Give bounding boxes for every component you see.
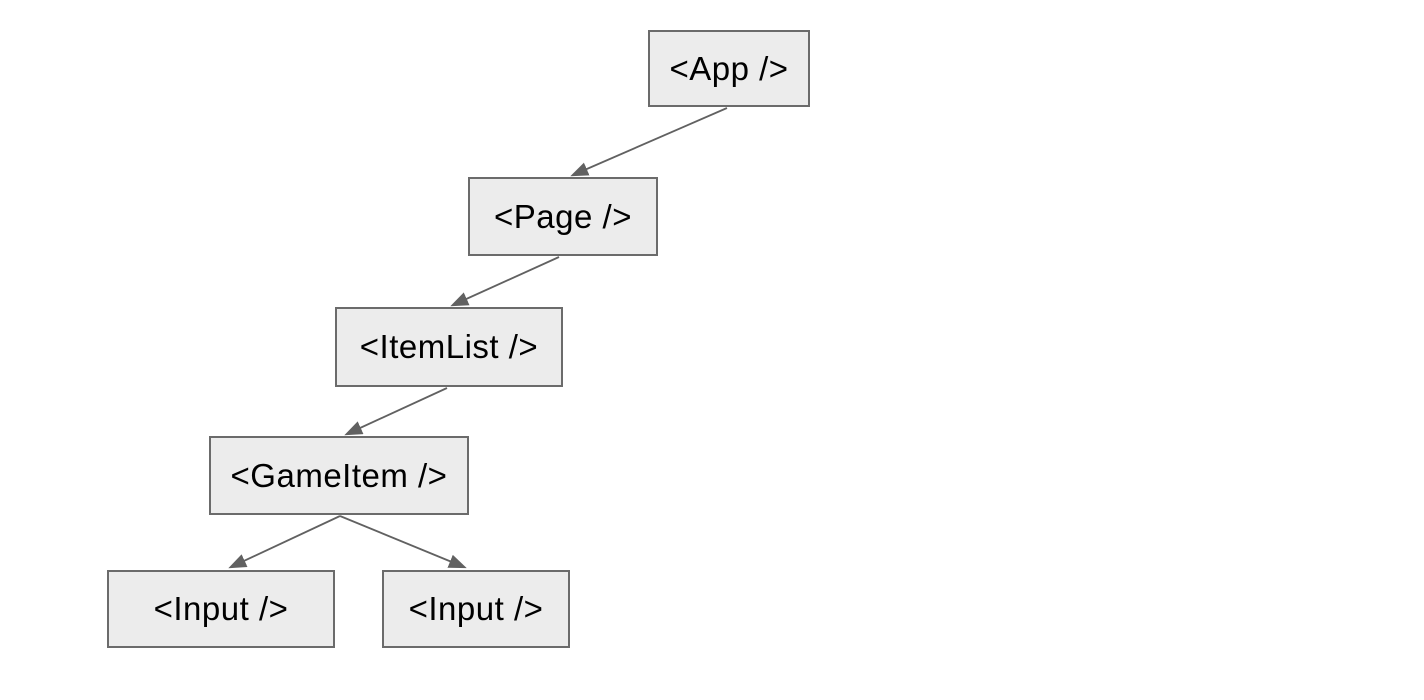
- tree-node-input-right-label: <Input />: [408, 590, 544, 627]
- tree-node-input-left: <Input />: [107, 570, 335, 648]
- tree-node-gameitem: <GameItem />: [209, 436, 469, 515]
- tree-node-input-right: <Input />: [382, 570, 570, 648]
- tree-node-gameitem-label: <GameItem />: [230, 456, 448, 494]
- tree-node-itemlist-label: <ItemList />: [359, 328, 539, 365]
- tree-node-app: <App />: [648, 30, 810, 107]
- tree-node-input-left-label: <Input />: [153, 590, 289, 627]
- edge-page-itemlist: [450, 256, 560, 307]
- tree-node-itemlist: <ItemList />: [335, 307, 563, 387]
- edge-gameitem-input-left: [228, 515, 341, 569]
- tree-node-page: <Page />: [468, 177, 658, 256]
- tree-node-app-label: <App />: [669, 49, 789, 87]
- edge-itemlist-gameitem: [344, 387, 448, 436]
- edge-gameitem-input-right: [339, 515, 467, 569]
- tree-node-page-label: <Page />: [494, 197, 632, 235]
- edge-app-page: [570, 107, 728, 177]
